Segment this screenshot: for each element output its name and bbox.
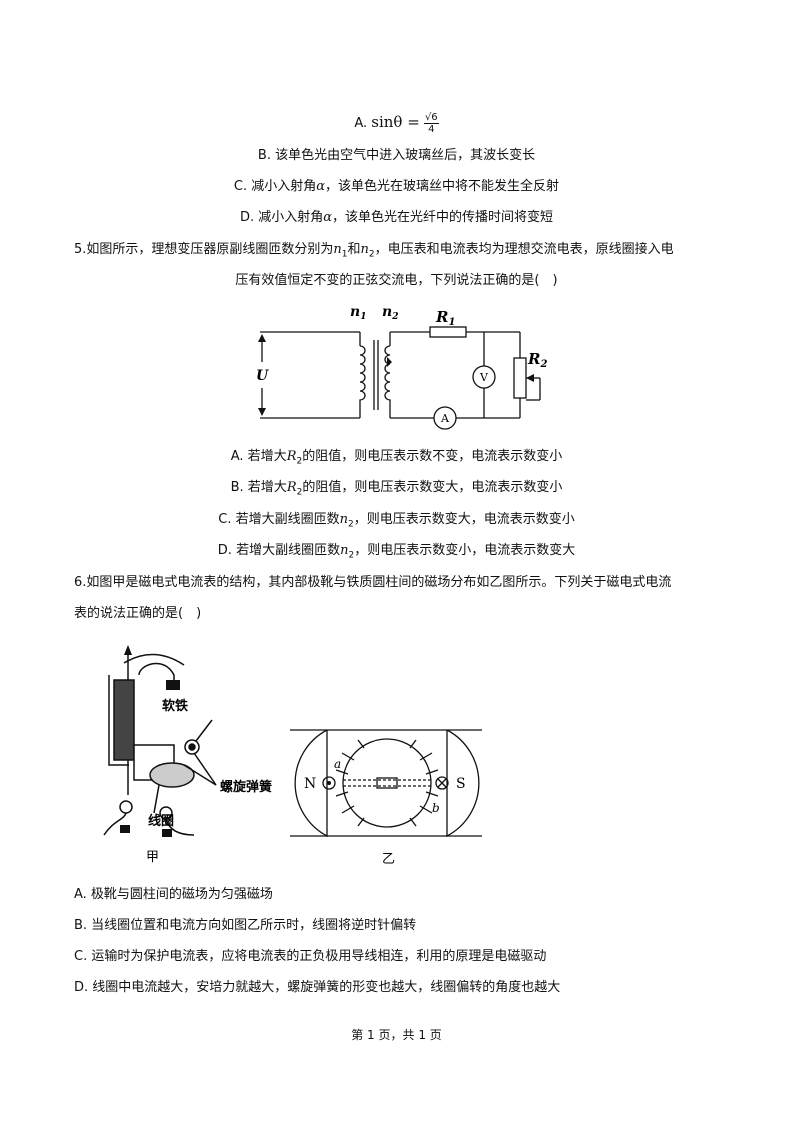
q6-caption-yi: 乙: [382, 852, 395, 867]
q6-label-b: b: [432, 801, 440, 815]
q6-option-a: A. 极靴与圆柱间的磁场为匀强磁场: [74, 887, 273, 902]
q5-transformer-circuit-figure: U n1 n2 R1 R2 V A: [256, 304, 547, 430]
q5-stem-line1: 5.如图所示，理想变压器原副线圈匝数分别为n1和n2，电压表和电流表均为理想交流…: [74, 242, 674, 260]
q6-label-S: S: [456, 776, 466, 792]
q5-option-a: A. 若增大R2的阻值，则电压表示数不变，电流表示数变小: [230, 449, 563, 467]
q5-label-n2: n2: [382, 304, 398, 322]
q6-label-coil: 线圈: [148, 813, 174, 829]
q5-ammeter-label: A: [440, 412, 450, 425]
q4-option-d: D. 减小入射角α，该单色光在光纤中的传播时间将变短: [239, 210, 554, 225]
q6-label-N: N: [304, 776, 316, 792]
q5-label-R2: R2: [527, 350, 547, 370]
q4-option-a-formula: sinθ =: [371, 113, 420, 131]
q6-option-d: D. 线圈中电流越大，安培力就越大，螺旋弹簧的形变也越大，线圈偏转的角度也越大: [74, 980, 561, 995]
q5-option-b: B. 若增大R2的阻值，则电压表示数变大，电流表示数变小: [230, 480, 563, 498]
q5-label-n1: n1: [350, 304, 366, 322]
q6-option-c: C. 运输时为保护电流表，应将电流表的正负极用导线相连，利用的原理是电磁驱动: [74, 949, 547, 964]
q6-stem-line1: 6.如图甲是磁电式电流表的结构，其内部极靴与铁质圆柱间的磁场分布如乙图所示。下列…: [74, 575, 672, 590]
q6-label-soft-iron: 软铁: [162, 698, 188, 714]
q6-label-spring: 螺旋弹簧: [220, 779, 272, 795]
page-footer: 第 1 页，共 1 页: [351, 1028, 442, 1042]
q6-radial-field-figure: N S a b 乙: [290, 729, 482, 867]
q5-stem-line2: 压有效值恒定不变的正弦交流电，下列说法正确的是( ): [235, 273, 558, 288]
q5-voltmeter-label: V: [479, 371, 489, 384]
q4-option-b: B. 该单色光由空气中进入玻璃丝后，其波长变长: [257, 148, 536, 163]
q6-caption-jia: 甲: [146, 850, 159, 865]
q6-stem-line2: 表的说法正确的是( ): [74, 606, 202, 621]
q5-label-R1: R1: [435, 308, 455, 328]
q5-label-U: U: [256, 368, 269, 384]
q5-option-d: D. 若增大副线圈匝数n2，则电压表示数变小，电流表示数变大: [217, 543, 576, 561]
q6-galvanometer-structure-figure: 软铁 螺旋弹簧 线圈 甲: [103, 645, 272, 865]
q6-option-b: B. 当线圈位置和电流方向如图乙所示时，线圈将逆时针偏转: [74, 918, 417, 933]
q4-option-c: C. 减小入射角α，该单色光在玻璃丝中将不能发生全反射: [233, 179, 560, 194]
q5-option-c: C. 若增大副线圈匝数n2，则电压表示数变大，电流表示数变小: [218, 512, 575, 530]
q6-label-a: a: [334, 757, 341, 771]
